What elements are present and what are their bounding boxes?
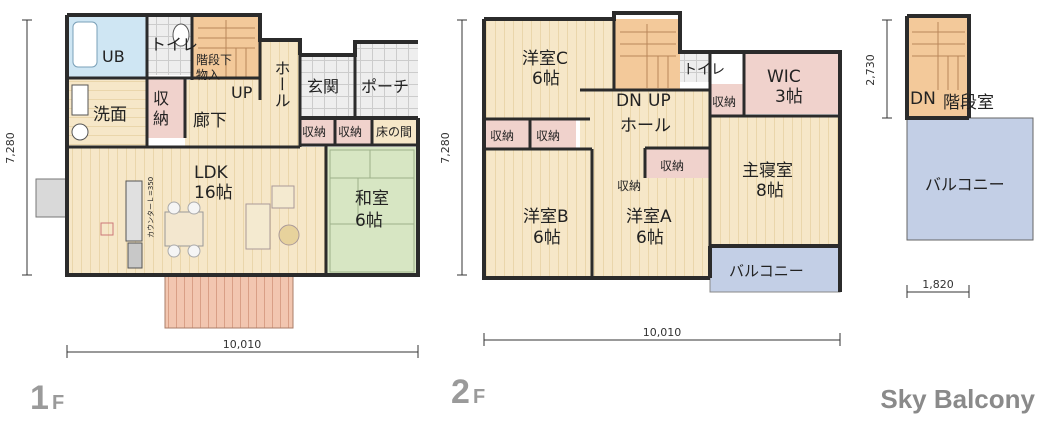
- storage-b-area: [335, 118, 372, 145]
- svg-text:2,730: 2,730: [864, 54, 877, 86]
- label-room-c: 洋室C: [522, 49, 568, 69]
- washitsu-floor: [326, 147, 418, 275]
- label-master-size: 8帖: [756, 181, 784, 201]
- label-wic-size: 3帖: [775, 87, 803, 107]
- floor1-width-dimension: 10,010: [66, 338, 419, 358]
- entrance-floor: [300, 55, 355, 118]
- label-master: 主寝室: [742, 160, 793, 181]
- floor-2-plan: 7,280: [439, 11, 842, 411]
- label-tokonoma: 床の間: [376, 125, 412, 139]
- sky-balcony-title: Sky Balcony: [880, 384, 1035, 414]
- hall-2f-floor: [580, 90, 710, 150]
- floor-2-label-suffix: F: [473, 386, 485, 408]
- label-counter: カウンターＬ=350: [146, 177, 155, 238]
- room-b-floor: [484, 149, 592, 278]
- label-washitsu: 和室: [355, 189, 389, 209]
- exterior-unit: [35, 178, 67, 218]
- floor1-height-dimension: 7,280: [4, 19, 32, 276]
- label-up-2f: UP: [648, 91, 671, 111]
- sky-balcony-plan: 2,730 DN 階段室 バルコニー 1,820 Sky Balcony: [864, 14, 1036, 414]
- toilet-2f-room: [680, 52, 710, 82]
- label-washroom: 洗面: [93, 105, 127, 125]
- label-room-b-size: 6帖: [533, 228, 561, 248]
- storage-a-2f-area: [645, 148, 710, 178]
- label-ldk: LDK: [194, 163, 229, 183]
- label-storage-a-1f: 収納: [302, 125, 326, 139]
- label-storage-b-1f: 収納: [338, 125, 362, 139]
- wic-storage-area: [710, 84, 744, 116]
- porch-floor: [355, 42, 418, 118]
- sky-width-dimension: 1,820: [906, 278, 970, 298]
- hall-floor: [260, 40, 300, 146]
- label-up-1f: UP: [231, 83, 253, 102]
- label-hall-1f: ホール: [272, 60, 291, 108]
- sofa-set: [245, 185, 300, 250]
- storage-vertical: [147, 78, 185, 138]
- stove-icon: [127, 242, 143, 269]
- kitchen-counter: [125, 180, 143, 242]
- svg-text:10,010: 10,010: [223, 338, 262, 351]
- label-storage-v1: 収: [153, 89, 169, 108]
- label-balcony-2f: バルコニー: [729, 262, 804, 280]
- svg-text:1,820: 1,820: [922, 278, 954, 291]
- label-storage-2f-1: 収納: [490, 129, 514, 143]
- label-toilet-1f: トイレ: [150, 35, 198, 54]
- label-stair-storage-1: 階段下: [196, 52, 232, 67]
- refrigerator-icon: [100, 222, 114, 236]
- label-room-c-size: 6帖: [532, 69, 560, 89]
- washbasin-icon: [71, 84, 89, 116]
- tokonoma-area: [372, 118, 418, 145]
- label-stair-storage-2: 物入: [196, 68, 220, 82]
- bathtub-icon: [72, 21, 98, 68]
- label-room-a: 洋室A: [626, 207, 672, 227]
- storage-a-area: [300, 118, 335, 145]
- label-entrance: 玄関: [307, 77, 339, 96]
- label-ldk-size: 16帖: [194, 183, 233, 203]
- floor-1-plan: 7,280: [4, 13, 420, 417]
- label-corridor: 廊下: [193, 111, 227, 131]
- label-room-b: 洋室B: [523, 207, 569, 227]
- floor2-width-dimension: 10,010: [483, 326, 841, 346]
- label-washitsu-size: 6帖: [355, 211, 383, 231]
- svg-text:10,010: 10,010: [643, 326, 682, 339]
- washing-machine-icon: [71, 123, 89, 141]
- label-storage-v2: 納: [153, 109, 169, 128]
- label-toilet-2f: トイレ: [683, 62, 725, 78]
- label-hall-2f: ホール: [620, 116, 671, 136]
- label-porch: ポーチ: [361, 77, 409, 96]
- label-storage-2f-2: 収納: [536, 129, 560, 143]
- label-storage-2f-5: 収納: [617, 179, 641, 193]
- sky-height-dimension: 2,730: [864, 19, 892, 119]
- toilet-icon: [172, 23, 190, 47]
- svg-text:7,280: 7,280: [439, 132, 452, 164]
- label-storage-2f-4: 収納: [660, 159, 684, 173]
- floor-1-label-suffix: F: [52, 392, 64, 414]
- floor-2-label-num: 2: [451, 373, 470, 411]
- dining-table: [164, 201, 204, 258]
- label-sky-balcony: バルコニー: [925, 175, 1005, 194]
- wic-room: [744, 52, 840, 114]
- master-floor: [710, 116, 840, 246]
- svg-text:7,280: 7,280: [4, 132, 17, 164]
- floor-1-label-num: 1: [30, 379, 49, 417]
- wood-deck: [164, 274, 294, 329]
- label-sky-stair-room: 階段室: [943, 93, 994, 113]
- label-dn-2f: DN: [616, 91, 642, 111]
- label-ub: UB: [102, 47, 125, 66]
- floor2-height-dimension: 7,280: [439, 19, 467, 276]
- corridor-floor: [185, 80, 260, 146]
- sky-balcony-area: [906, 117, 1034, 241]
- label-room-a-size: 6帖: [636, 228, 664, 248]
- label-sky-dn: DN: [910, 89, 936, 109]
- label-wic: WIC: [767, 67, 801, 87]
- label-storage-2f-3: 収納: [712, 95, 736, 109]
